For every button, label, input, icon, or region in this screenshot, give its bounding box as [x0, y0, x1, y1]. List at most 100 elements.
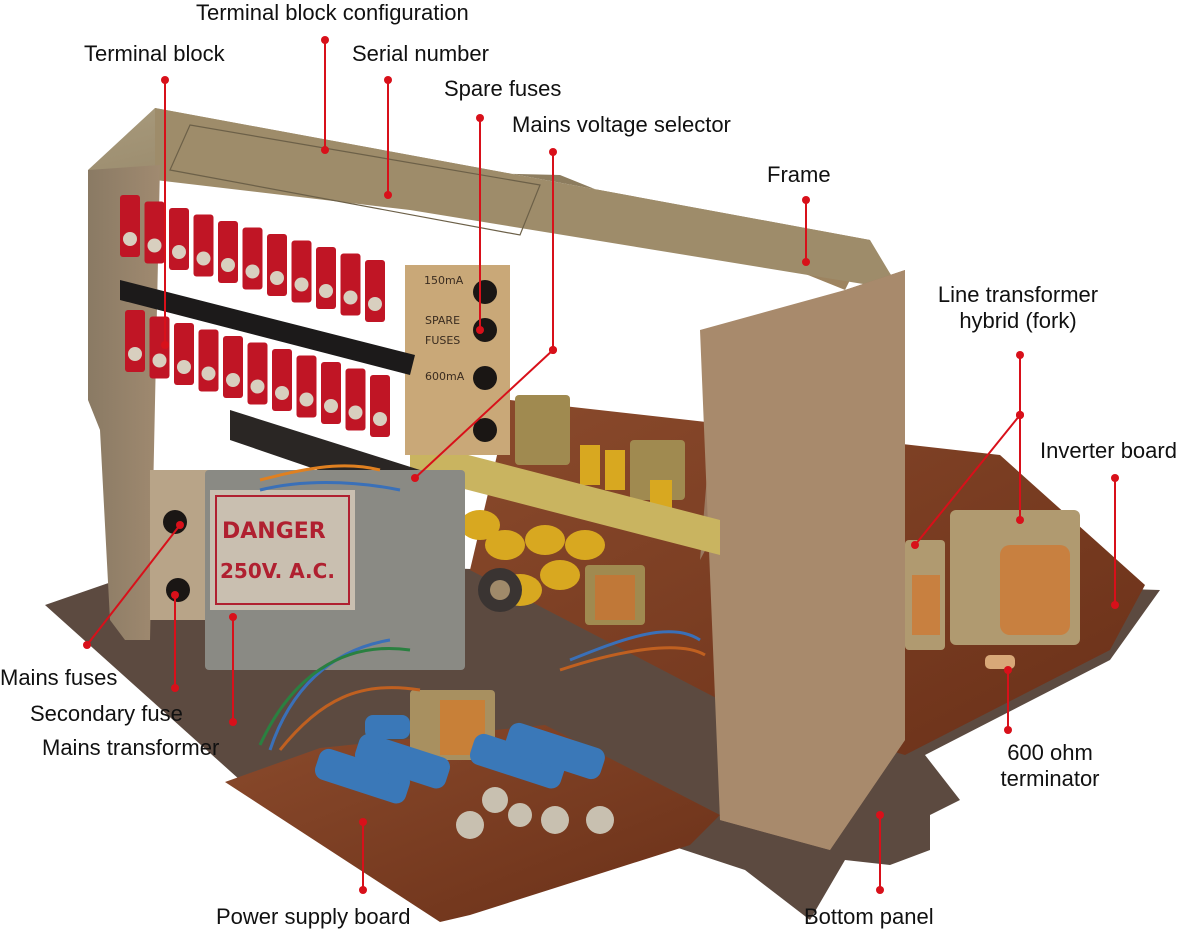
terminal-screw: [172, 245, 186, 259]
terminal-clip: [223, 336, 243, 398]
callout-dot: [1004, 666, 1012, 674]
cross-bar: [410, 440, 720, 555]
terminal-clip: [120, 195, 140, 257]
terminal-screw: [319, 284, 333, 298]
label-secondary-fuse: Secondary fuse: [30, 701, 183, 726]
callout-dot: [321, 146, 329, 154]
callout-dot: [229, 718, 237, 726]
terminal-screw: [294, 277, 309, 292]
terminal-screw: [147, 238, 162, 253]
terminal-screw: [245, 264, 260, 279]
terminal-clip: [321, 362, 341, 424]
terminal-clip: [198, 329, 219, 392]
terminal-clip: [125, 310, 145, 372]
terminal-clip: [247, 342, 268, 405]
fuse-150-text: 150mA: [424, 274, 464, 287]
inverter-components: [460, 395, 685, 625]
callout-dot: [802, 258, 810, 266]
terminal-clip: [267, 234, 287, 296]
terminal-screw: [226, 373, 240, 387]
label-spare-fuses: Spare fuses: [444, 76, 562, 101]
callout-dot: [549, 346, 557, 354]
terminal-clip: [144, 201, 165, 264]
fuse-600-text: 600mA: [425, 370, 465, 383]
wires: [258, 464, 706, 751]
terminal-screw: [343, 290, 358, 305]
terminal-clip: [218, 221, 238, 283]
label-bottom-panel: Bottom panel: [804, 904, 934, 929]
terminal-screw: [275, 386, 289, 400]
callout-dot: [171, 591, 179, 599]
callout-dot: [83, 641, 91, 649]
psu-components: [314, 690, 614, 839]
callout-dot: [1111, 474, 1119, 482]
terminal-clip: [193, 214, 214, 277]
terminal-screw: [128, 347, 142, 361]
terminal-screw: [221, 258, 235, 272]
label-inverter-board: Inverter board: [1040, 438, 1177, 463]
terminal-clip: [272, 349, 292, 411]
callout-dot: [321, 36, 329, 44]
callout-dot: [384, 76, 392, 84]
label-terminator-1: 600 ohm: [1007, 740, 1093, 765]
label-mains-fuses: Mains fuses: [0, 665, 118, 690]
terminal-clip: [242, 227, 263, 290]
callout-dot: [1004, 726, 1012, 734]
callout-dot: [1016, 351, 1024, 359]
configuration-card: [169, 124, 541, 236]
terminal-screw: [299, 392, 314, 407]
terminal-screw: [348, 405, 363, 420]
callout-dot: [876, 811, 884, 819]
terminal-screw: [270, 271, 284, 285]
label-terminal-block: Terminal block: [84, 41, 225, 66]
terminal-clip: [316, 247, 336, 309]
spare-text-2: FUSES: [425, 334, 460, 347]
frame-left-side: [88, 165, 160, 640]
label-serial-number: Serial number: [352, 41, 489, 66]
terminal-screw: [152, 353, 167, 368]
label-mains-voltage-selector: Mains voltage selector: [512, 112, 731, 137]
terminal-clip: [340, 253, 361, 316]
callout-dot: [1016, 411, 1024, 419]
callout-dot: [476, 326, 484, 334]
terminal-screw: [368, 297, 382, 311]
terminal-clip: [174, 323, 194, 385]
label-line-transformer: Line transformer hybrid (fork): [918, 282, 1118, 334]
label-frame: Frame: [767, 162, 831, 187]
terminal-screw: [177, 360, 191, 374]
mains-transformer: DANGER 250V. A.C.: [150, 470, 465, 670]
danger-text-2: 250V. A.C.: [220, 559, 335, 583]
terminal-clip: [169, 208, 189, 270]
callout-line: [914, 414, 1021, 546]
callout-dot: [359, 818, 367, 826]
callout-dot: [176, 521, 184, 529]
callout-dot: [802, 196, 810, 204]
callout-dot: [911, 541, 919, 549]
spare-text-1: SPARE: [425, 314, 460, 327]
callout-dot: [359, 886, 367, 894]
terminal-screw: [324, 399, 338, 413]
callout-dot: [161, 76, 169, 84]
terminal-screw: [250, 379, 265, 394]
callout-line: [414, 349, 554, 479]
terminal-screw: [373, 412, 387, 426]
terminal-screw: [123, 232, 137, 246]
label-mains-transformer: Mains transformer: [42, 735, 220, 760]
terminal-screw: [196, 251, 211, 266]
callout-dot: [171, 684, 179, 692]
line-transformers: [905, 510, 1080, 669]
terminal-clip: [370, 375, 390, 437]
callout-dot: [229, 613, 237, 621]
callout-lines: [83, 36, 1119, 894]
danger-text-1: DANGER: [222, 519, 326, 544]
callout-dot: [549, 148, 557, 156]
terminal-clip: [296, 355, 317, 418]
label-line-transformer-1: Line transformer: [937, 282, 1099, 307]
callout-line: [86, 524, 181, 646]
callout-dot: [161, 341, 169, 349]
terminal-clip: [291, 240, 312, 303]
callout-dot: [411, 474, 419, 482]
terminal-screw: [201, 366, 216, 381]
callout-dot: [476, 114, 484, 122]
